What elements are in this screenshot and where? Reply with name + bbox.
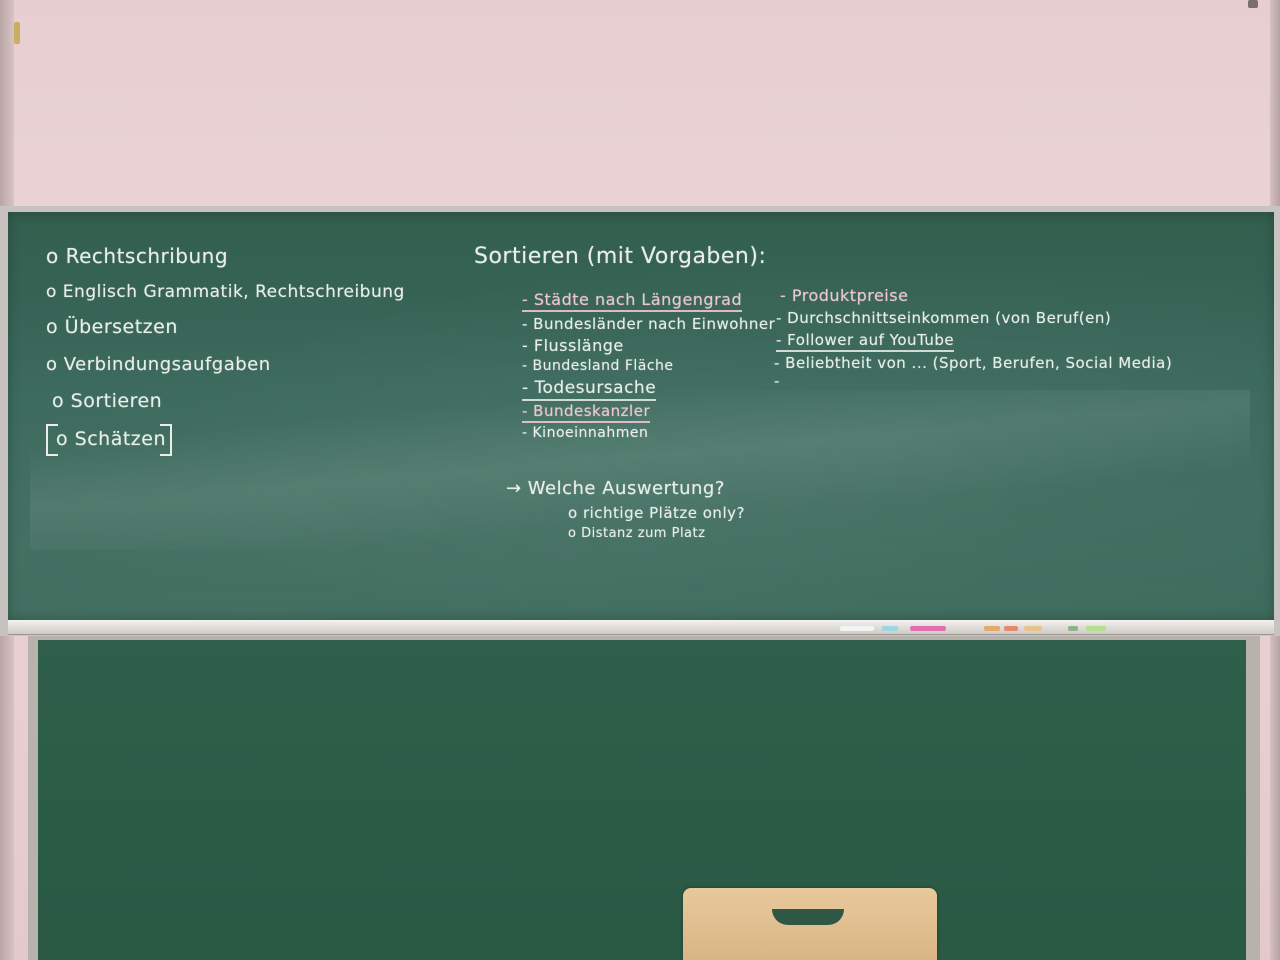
chair-handle-slot [772,909,844,925]
chalk-white [840,626,874,631]
left-item-6: o Schätzen [56,428,167,450]
middle-item-5: - Todesursache [522,378,657,401]
left-item-1: o Rechtschribung [46,244,229,268]
left-item-2: o Englisch Grammatik, Rechtschreibung [46,282,405,302]
right-item-2: - Durchschnittseinkommen (von Beruf(en) [776,309,1112,327]
chalk-lime [1086,626,1106,631]
middle-item-4: - Bundesland Fläche [522,358,674,374]
chalk-tray [8,620,1274,635]
sub-item-2: o Distanz zum Platz [568,526,706,541]
chalk-coral [1004,626,1018,631]
right-item-5: - [774,372,780,390]
left-item-4: o Verbindungsaufgaben [46,354,271,375]
right-item-3: - Follower auf YouTube [776,331,955,352]
middle-item-7: - Kinoeinnahmen [522,425,649,441]
wall-hook [1248,0,1258,8]
left-item-5: o Sortieren [52,390,163,412]
sub-item-1: o richtige Plätze only? [568,504,745,522]
right-item-4: - Beliebtheit von ... (Sport, Berufen, S… [774,354,1173,372]
wall-pin [14,22,20,44]
middle-item-3: - Flusslänge [522,336,624,355]
middle-item-6: - Bundeskanzler [522,402,651,423]
right-item-1: - Produktpreise [780,286,909,305]
sort-heading: Sortieren (mit Vorgaben): [474,244,767,269]
chalk-peach [1024,626,1042,631]
highlight-bracket [46,424,172,456]
middle-item-1: - Städte nach Längengrad [522,290,743,312]
chalk-magenta [910,626,946,631]
chalk-orange [984,626,1000,631]
left-item-3: o Übersetzen [46,316,178,338]
chalk-blue [882,626,898,631]
chalkboard-lower [38,640,1246,960]
chalk-green [1068,626,1078,631]
evaluation-question: → Welche Auswertung? [506,478,725,499]
chalkboard-upper [8,212,1274,620]
middle-item-2: - Bundesländer nach Einwohner [522,315,776,333]
